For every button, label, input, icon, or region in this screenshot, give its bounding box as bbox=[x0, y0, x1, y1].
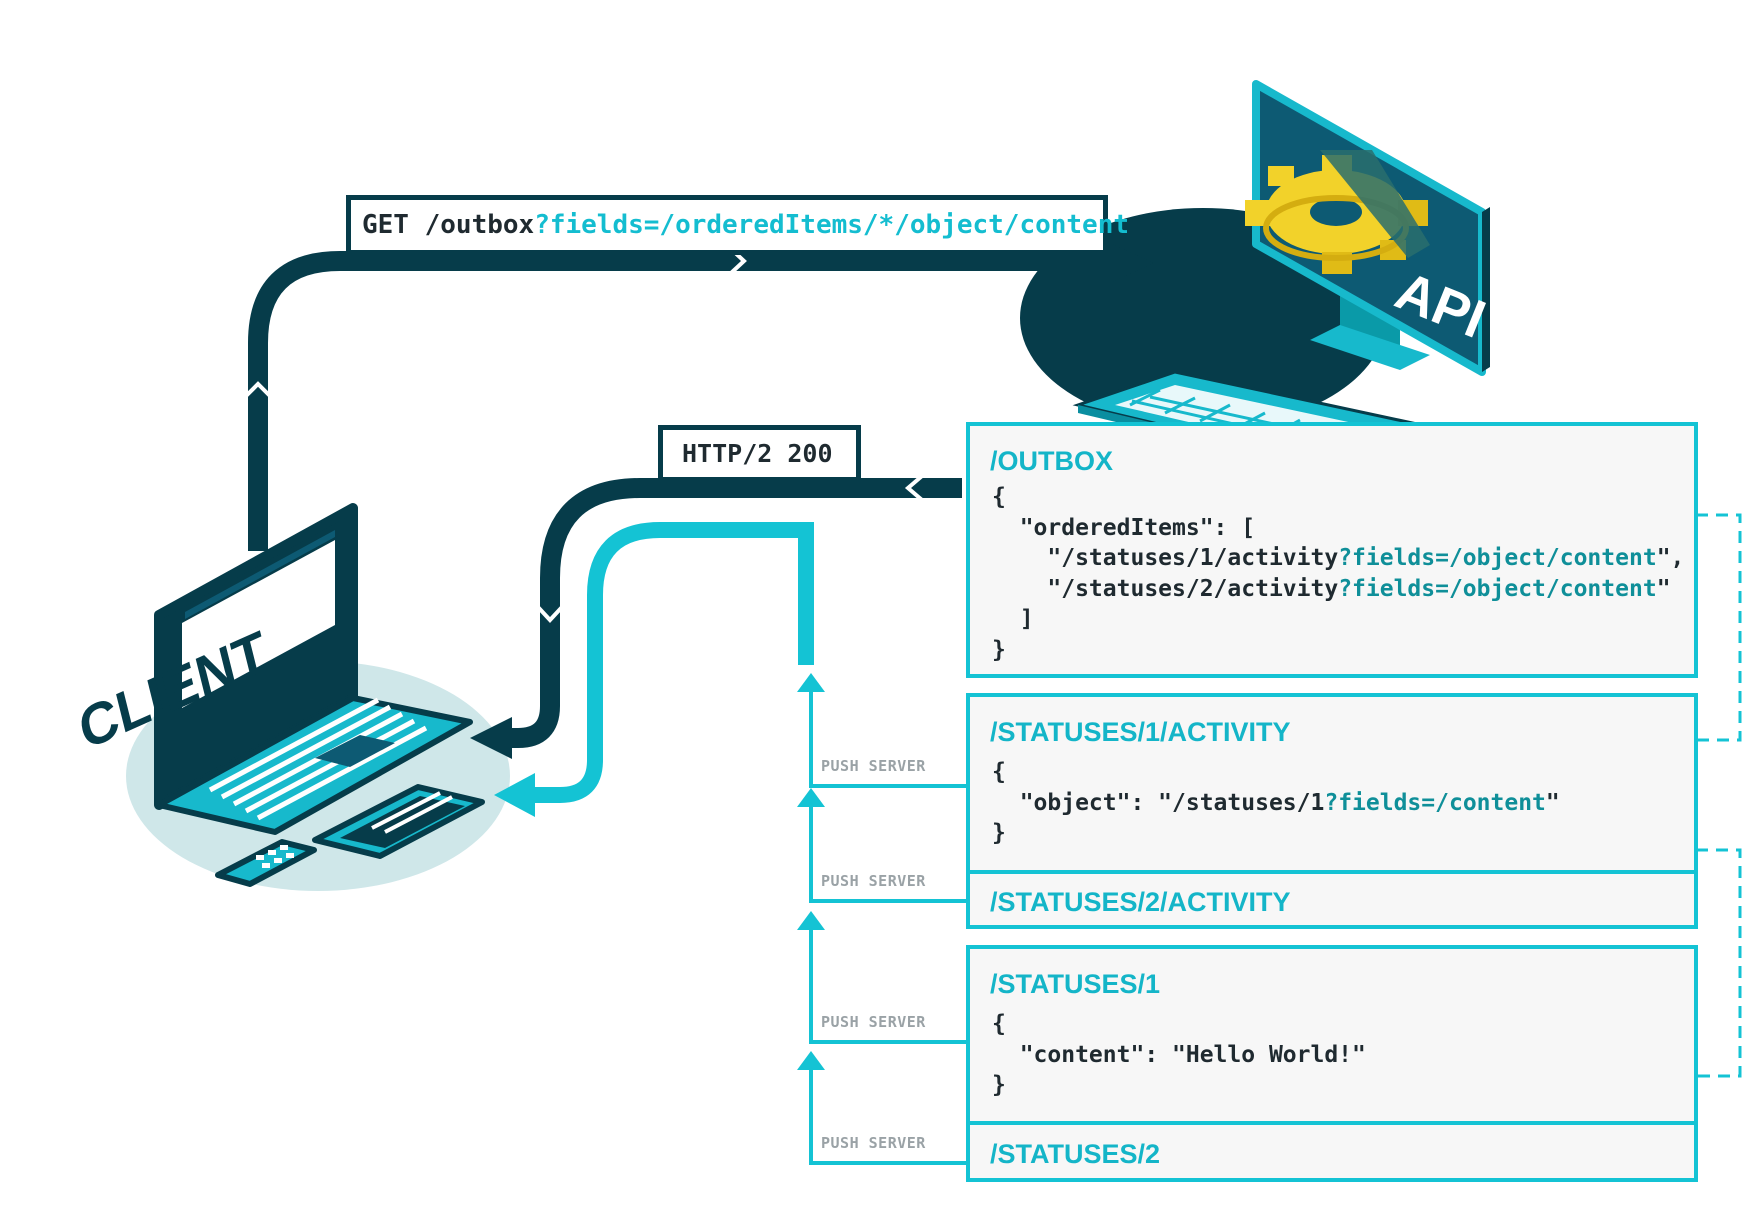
code-line: } bbox=[992, 820, 1006, 846]
response-label: HTTP/2 200 bbox=[658, 425, 861, 482]
push-server-label: PUSH SERVER bbox=[821, 1134, 926, 1152]
activity1-resource: /STATUSES/1/ACTIVITY { "object": "/statu… bbox=[966, 693, 1698, 874]
activity1-title: /STATUSES/1/ACTIVITY bbox=[990, 717, 1291, 747]
status1-title: /STATUSES/1 bbox=[990, 969, 1161, 999]
code-line: { bbox=[992, 484, 1006, 510]
status1-resource: /STATUSES/1 { "content": "Hello World!"} bbox=[966, 945, 1698, 1125]
outbox-resource: /OUTBOX { "orderedItems": [ "/statuses/1… bbox=[966, 422, 1698, 678]
status2-resource: /STATUSES/2 bbox=[966, 1121, 1698, 1182]
code-line: "/statuses/2/activity?fields=/object/con… bbox=[992, 575, 1671, 602]
push-server-label: PUSH SERVER bbox=[821, 1013, 926, 1031]
activity2-title: /STATUSES/2/ACTIVITY bbox=[990, 887, 1291, 917]
request-query: ?fields=/orderedItems/*/object/content bbox=[534, 210, 1130, 240]
push-server-label: PUSH SERVER bbox=[821, 757, 926, 775]
request-method-path: GET /outbox bbox=[362, 210, 535, 240]
code-line: "/statuses/1/activity?fields=/object/con… bbox=[992, 545, 1685, 571]
activity1-json: { "object": "/statuses/1?fields=/content… bbox=[992, 757, 1560, 849]
code-line: "orderedItems": [ bbox=[992, 514, 1256, 541]
api-server-illustration: API bbox=[1020, 80, 1493, 478]
outbox-json: { "orderedItems": [ "/statuses/1/activit… bbox=[992, 482, 1684, 665]
push-stream-arrow bbox=[494, 522, 814, 817]
request-label: GET /outbox?fields=/orderedItems/*/objec… bbox=[346, 195, 1129, 255]
dependency-brackets bbox=[1696, 513, 1742, 1078]
outbox-title: /OUTBOX bbox=[990, 446, 1114, 476]
response-status: HTTP/2 200 bbox=[682, 439, 833, 468]
code-line: "content": "Hello World!" bbox=[992, 1041, 1366, 1068]
response-arrow bbox=[470, 474, 962, 759]
status2-title: /STATUSES/2 bbox=[990, 1139, 1161, 1169]
push-connectors bbox=[809, 682, 966, 1165]
code-line: { bbox=[992, 759, 1006, 785]
code-line: { bbox=[992, 1011, 1006, 1037]
push-server-label: PUSH SERVER bbox=[821, 872, 926, 890]
gear-icon bbox=[1245, 150, 1430, 274]
code-line: } bbox=[992, 1072, 1006, 1098]
push-arrowheads bbox=[797, 673, 825, 1070]
client-illustration: CLIENT bbox=[73, 503, 510, 891]
code-line: ] bbox=[992, 606, 1034, 632]
code-line: } bbox=[992, 636, 1006, 663]
code-line: "object": "/statuses/1?fields=/content" bbox=[992, 789, 1560, 816]
status1-json: { "content": "Hello World!"} bbox=[992, 1009, 1366, 1101]
activity2-resource: /STATUSES/2/ACTIVITY bbox=[966, 870, 1698, 929]
